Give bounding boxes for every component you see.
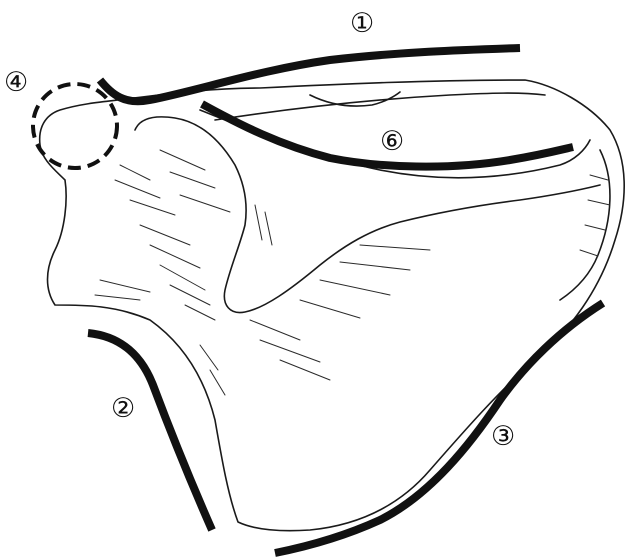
line-3 xyxy=(275,303,603,553)
label-2: ② xyxy=(111,393,135,424)
label-3: ③ xyxy=(491,421,515,452)
label-6: ⑥ xyxy=(380,126,404,157)
scapula-body-outline xyxy=(40,80,625,531)
label-1: ① xyxy=(350,8,374,39)
coracoid-process-outline xyxy=(135,117,600,313)
region-4-circle xyxy=(33,84,117,168)
spine-inner-edge xyxy=(215,93,545,120)
line-1 xyxy=(100,48,520,101)
line-2 xyxy=(88,333,212,530)
label-4: ④ xyxy=(4,67,28,98)
